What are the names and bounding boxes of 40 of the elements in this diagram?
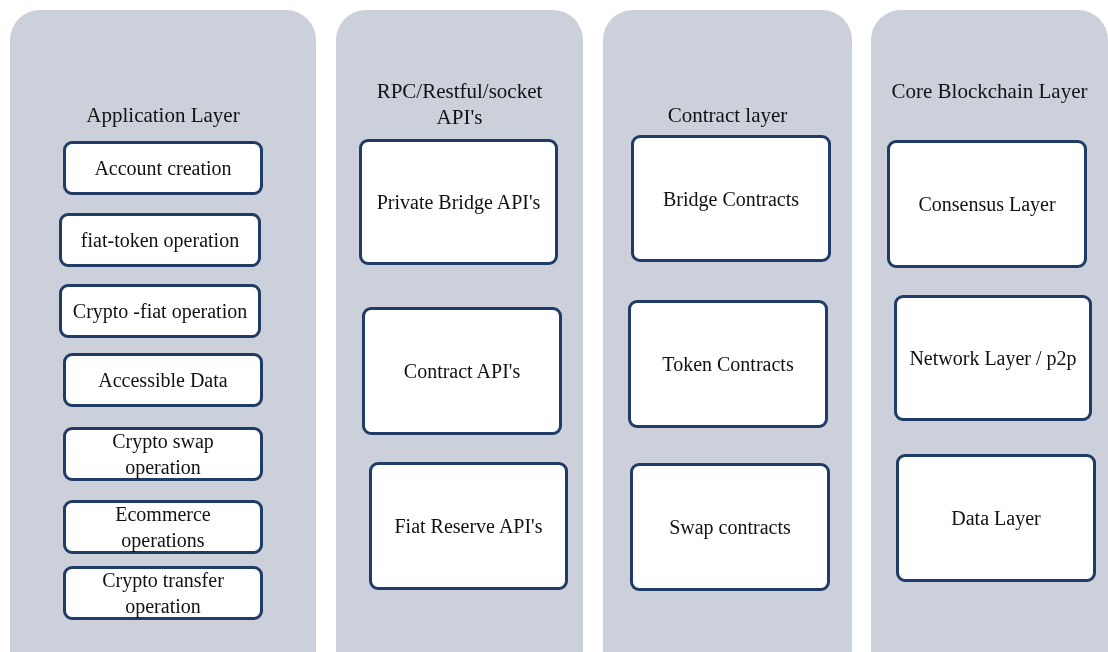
component-box	[63, 500, 263, 554]
component-box	[628, 300, 828, 428]
component-box	[369, 462, 568, 590]
layer-panel	[10, 10, 316, 652]
component-label: Crypto -fiat operation	[71, 299, 249, 324]
layer-panel	[336, 10, 583, 652]
component-label: Ecommerce operations	[114, 502, 212, 553]
component-label: Data Layer	[950, 506, 1042, 531]
layer-panel	[603, 10, 852, 652]
component-label: Fiat Reserve API's	[393, 514, 544, 539]
layer-heading: RPC/Restful/socket API's	[375, 78, 544, 130]
component-label: Network Layer / p2p	[908, 346, 1078, 371]
component-box	[359, 139, 558, 265]
component-label: Private Bridge API's	[375, 190, 542, 215]
component-box	[63, 353, 263, 407]
component-box	[59, 213, 261, 267]
component-box	[896, 454, 1096, 582]
layer-heading: Contract layer	[666, 102, 789, 128]
component-label: Crypto swap operation	[111, 429, 215, 480]
component-label: Bridge Contracts	[661, 186, 801, 212]
component-box	[630, 463, 830, 591]
layer-panel	[871, 10, 1108, 652]
component-box	[59, 284, 261, 338]
component-label: Contract API's	[402, 359, 522, 384]
component-box	[887, 140, 1087, 268]
component-label: fiat-token operation	[79, 228, 241, 253]
component-box	[63, 427, 263, 481]
component-label: Swap contracts	[668, 515, 792, 540]
layer-heading: Application Layer	[85, 102, 241, 128]
component-label: Crypto transfer operation	[101, 568, 225, 619]
component-label: Consensus Layer	[917, 192, 1057, 217]
component-box	[362, 307, 562, 435]
component-box	[894, 295, 1092, 421]
component-label: Token Contracts	[661, 352, 795, 377]
component-label: Account creation	[93, 156, 233, 181]
component-box	[63, 141, 263, 195]
component-box	[63, 566, 263, 620]
component-label: Accessible Data	[97, 368, 229, 393]
layer-heading: Core Blockchain Layer	[891, 78, 1088, 104]
component-box	[631, 135, 831, 262]
